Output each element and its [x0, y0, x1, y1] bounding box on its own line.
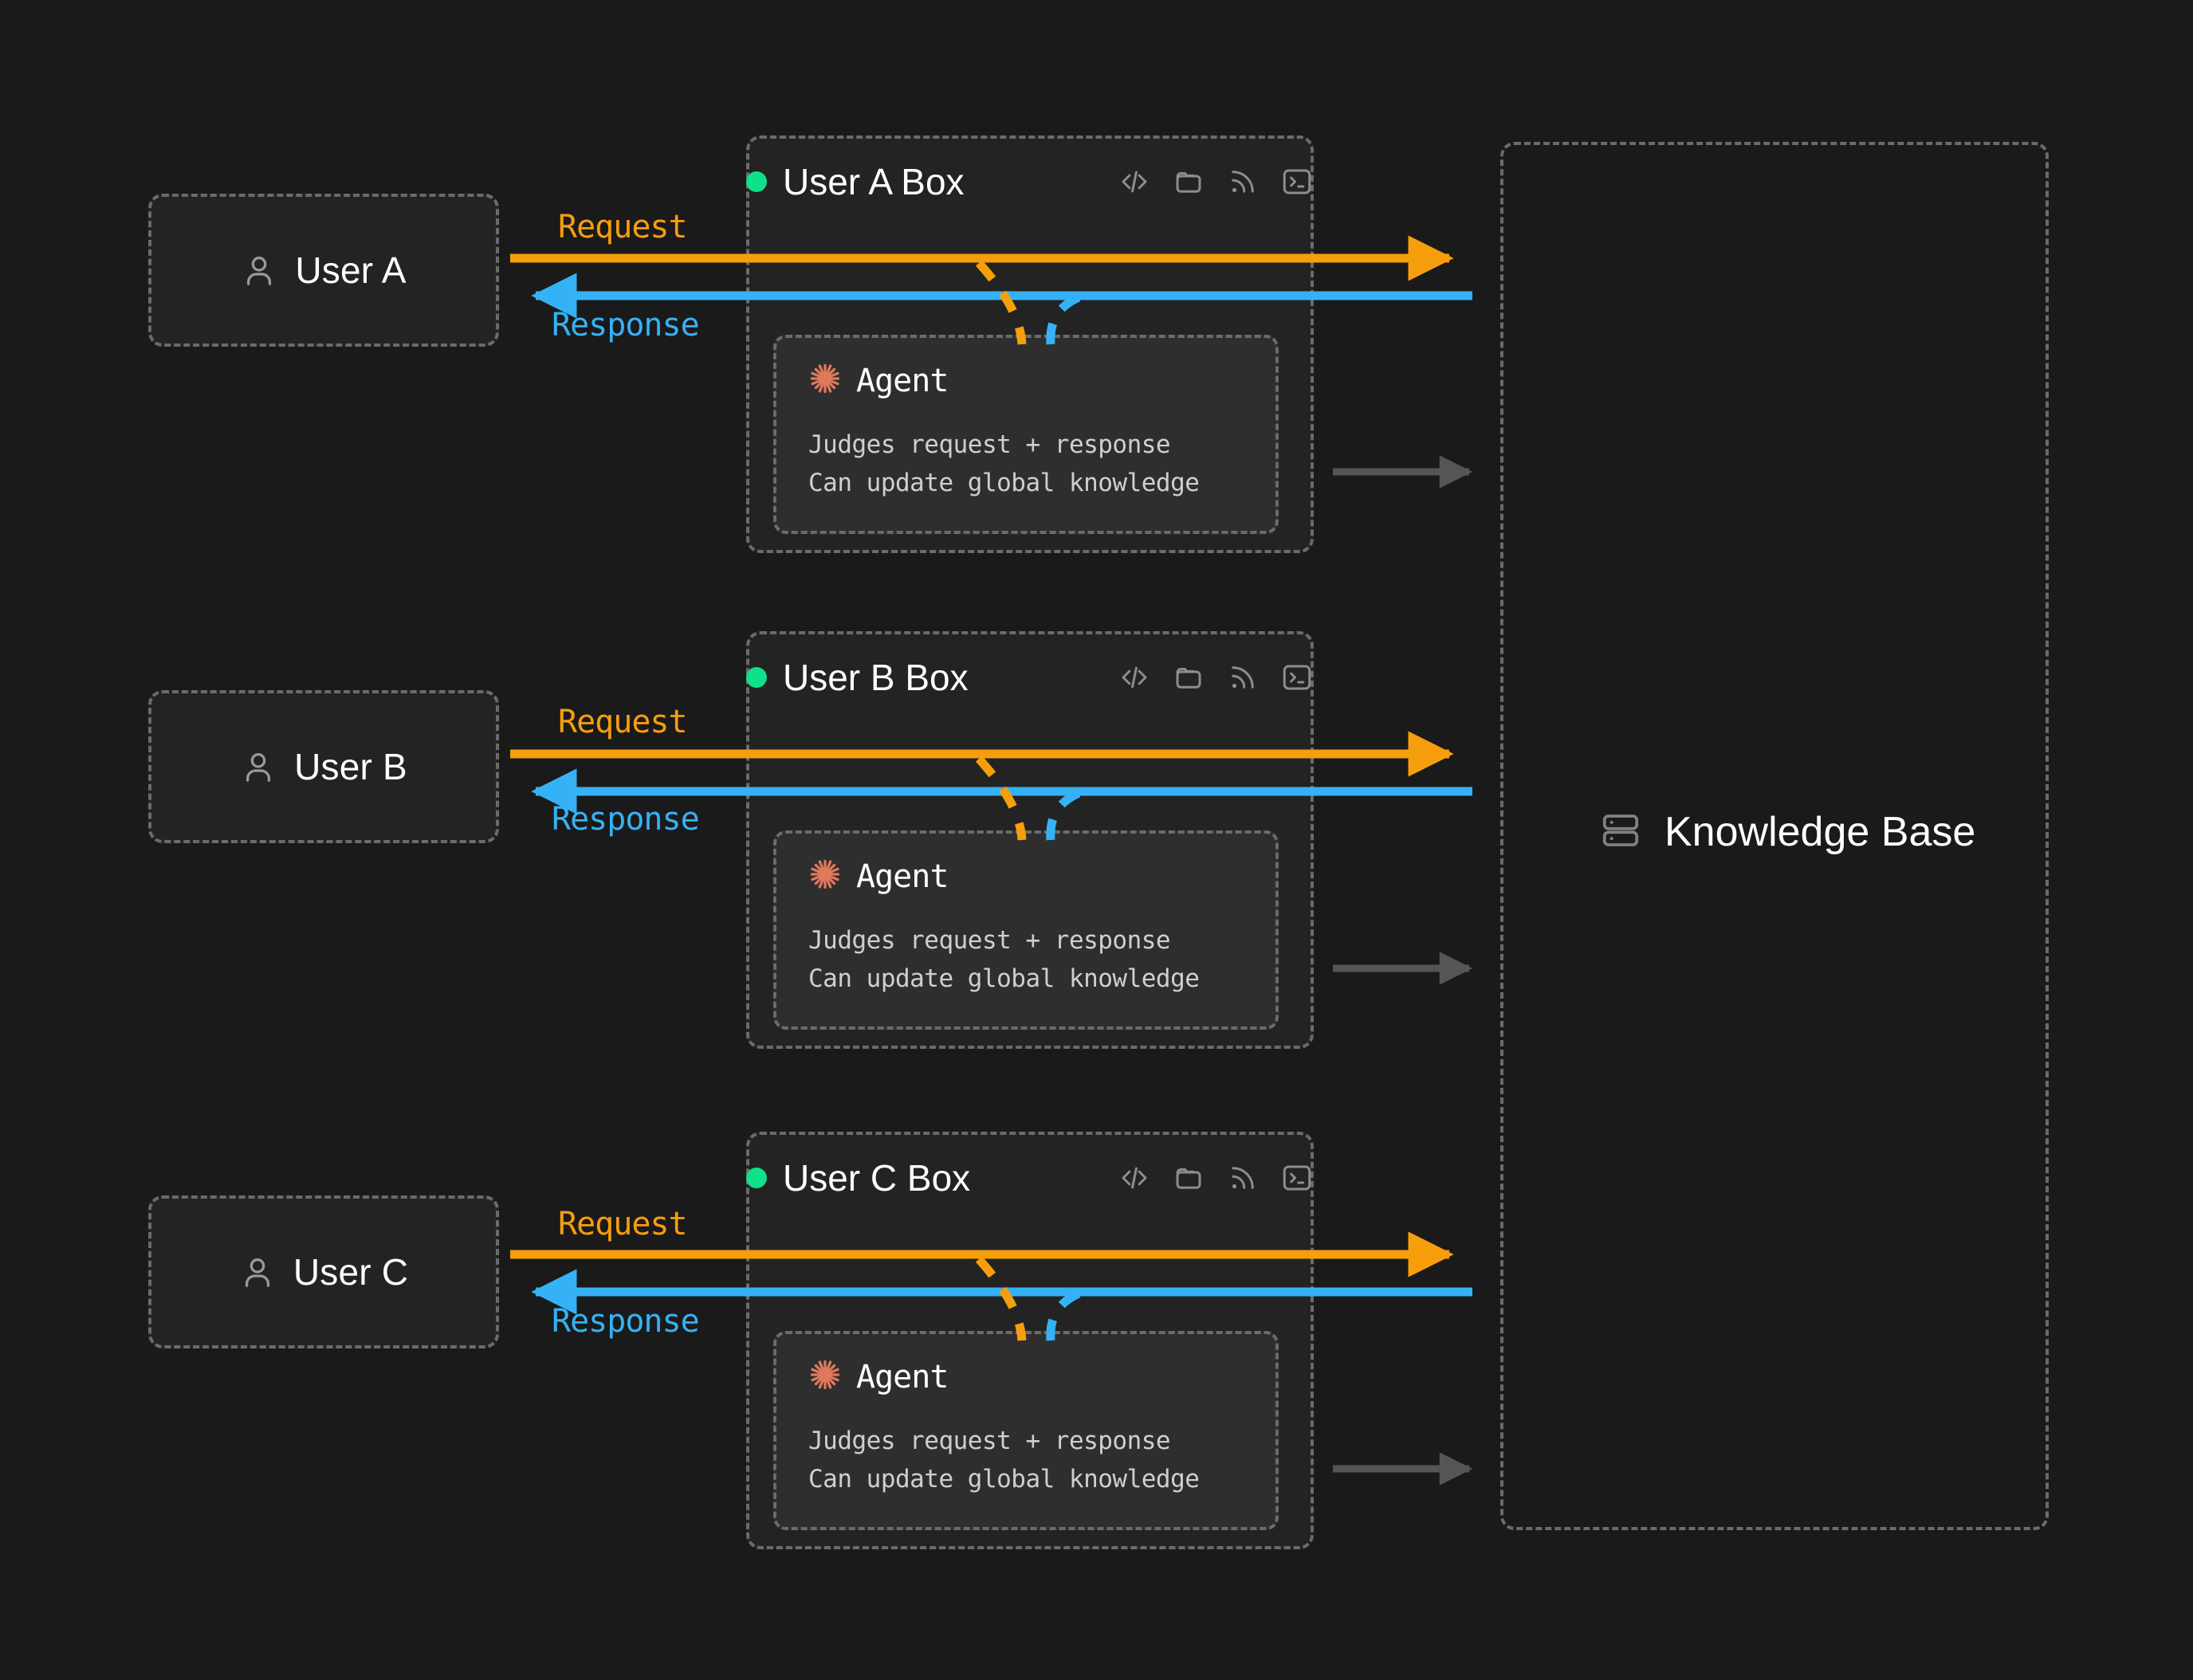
agent-description-a: Judges request + response Can update glo… — [808, 426, 1255, 502]
agent-burst-icon — [808, 1358, 842, 1395]
user-box-header-a: User A Box — [746, 158, 1314, 206]
folder-icon[interactable] — [1172, 661, 1205, 694]
agent-header-a: Agent — [808, 362, 949, 399]
rss-icon[interactable] — [1226, 661, 1260, 694]
code-icon[interactable] — [1118, 1161, 1151, 1195]
user-box-header-b: User B Box — [746, 654, 1314, 701]
user-icon — [239, 1254, 276, 1290]
request-label-b: Request — [558, 704, 688, 740]
agent-header-b: Agent — [808, 858, 949, 895]
user-card-label-b: User B — [294, 746, 407, 787]
user-card-c[interactable]: User C — [148, 1195, 499, 1348]
agent-line-2: Can update global knowledge — [808, 964, 1200, 994]
knowledge-base-title: Knowledge Base — [1664, 809, 1976, 855]
agent-card-b[interactable]: Agent Judges request + response Can upda… — [773, 830, 1279, 1030]
agent-burst-icon — [808, 362, 842, 399]
code-icon[interactable] — [1118, 165, 1151, 198]
agent-line-2: Can update global knowledge — [808, 1465, 1200, 1494]
agent-title-a: Agent — [856, 362, 949, 399]
user-box-icon-row-a — [1118, 165, 1314, 198]
rss-icon[interactable] — [1226, 1161, 1260, 1195]
response-label-b: Response — [552, 801, 700, 838]
user-icon — [240, 748, 277, 785]
request-label-a: Request — [558, 209, 688, 245]
user-box-icon-row-c — [1118, 1161, 1314, 1195]
user-card-label-c: User C — [293, 1251, 409, 1293]
agent-line-1: Judges request + response — [808, 1427, 1171, 1455]
request-label-c: Request — [558, 1206, 688, 1242]
agent-card-a[interactable]: Agent Judges request + response Can upda… — [773, 335, 1279, 534]
user-card-label-a: User A — [295, 249, 407, 291]
terminal-icon[interactable] — [1280, 165, 1314, 198]
status-dot-icon — [746, 667, 767, 688]
user-box-header-c: User C Box — [746, 1154, 1314, 1202]
user-box-title-c: User C Box — [783, 1157, 971, 1199]
status-dot-icon — [746, 1168, 767, 1188]
user-icon — [241, 252, 277, 289]
user-box-icon-row-b — [1118, 661, 1314, 694]
terminal-icon[interactable] — [1280, 1161, 1314, 1195]
agent-card-c[interactable]: Agent Judges request + response Can upda… — [773, 1331, 1279, 1530]
agent-title-c: Agent — [856, 1358, 949, 1395]
code-icon[interactable] — [1118, 661, 1151, 694]
agent-line-1: Judges request + response — [808, 926, 1171, 955]
user-box-title-b: User B Box — [783, 657, 969, 698]
user-box-title-a: User A Box — [783, 161, 965, 202]
database-icon — [1599, 809, 1642, 856]
knowledge-base-container[interactable] — [1500, 142, 2049, 1530]
folder-icon[interactable] — [1172, 1161, 1205, 1195]
agent-header-c: Agent — [808, 1358, 949, 1395]
user-card-b[interactable]: User B — [148, 690, 499, 843]
user-card-a[interactable]: User A — [148, 194, 499, 347]
response-label-a: Response — [552, 307, 700, 343]
terminal-icon[interactable] — [1280, 661, 1314, 694]
agent-line-2: Can update global knowledge — [808, 469, 1200, 498]
agent-line-1: Judges request + response — [808, 430, 1171, 459]
agent-title-b: Agent — [856, 858, 949, 895]
agent-description-c: Judges request + response Can update glo… — [808, 1422, 1255, 1498]
folder-icon[interactable] — [1172, 165, 1205, 198]
response-label-c: Response — [552, 1303, 700, 1340]
agent-description-b: Judges request + response Can update glo… — [808, 921, 1255, 998]
agent-burst-icon — [808, 858, 842, 895]
status-dot-icon — [746, 171, 767, 192]
knowledge-base-label-group: Knowledge Base — [1599, 808, 1975, 856]
rss-icon[interactable] — [1226, 165, 1260, 198]
